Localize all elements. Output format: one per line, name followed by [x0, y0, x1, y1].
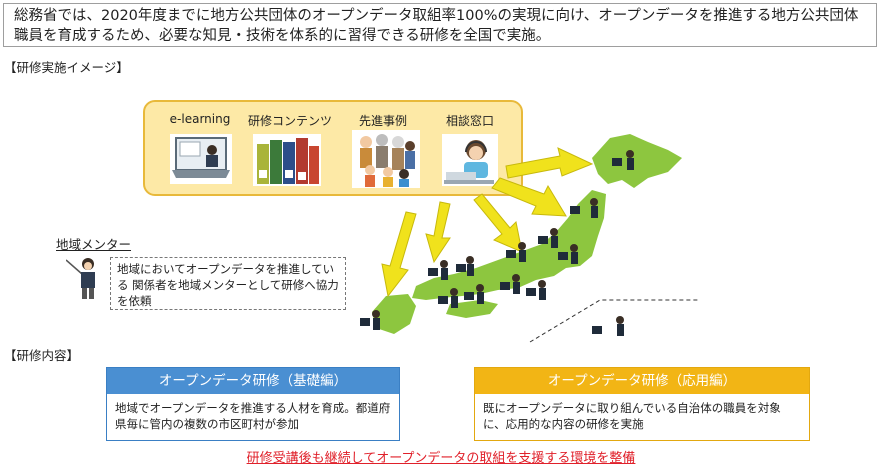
- course-basic-body: 地域でオープンデータを推進する人材を育成。都道府県毎に管内の複数の市区町村が参加: [107, 394, 399, 440]
- laptop-lecture-icon: [170, 134, 232, 184]
- japan-map: [360, 134, 700, 343]
- section-content-label: 【研修内容】: [4, 348, 80, 363]
- course-advanced-body: 既にオープンデータに取り組んでいる自治体の職員を対象に、応用的な内容の研修を実施: [475, 394, 809, 440]
- arrow-to-chubu: [425, 201, 451, 264]
- help-desk-operator-icon: [442, 134, 498, 186]
- tool-label-elearning: e-learning: [169, 112, 231, 126]
- course-basic: オープンデータ研修（基礎編） 地域でオープンデータを推進する人材を育成。都道府県…: [106, 367, 400, 441]
- tool-label-consult: 相談窓口: [445, 114, 494, 128]
- arrow-to-kyushu: [381, 211, 417, 298]
- section-image-label: 【研修実施イメージ】: [4, 60, 129, 75]
- tool-label-contents: 研修コンテンツ: [247, 114, 332, 128]
- tool-label-cases: 先進事例: [358, 114, 407, 128]
- course-advanced-title: オープンデータ研修（応用編）: [475, 368, 809, 394]
- mentor-description-box: 地域においてオープンデータを推進している 関係者を地域メンターとして研修へ協力を…: [110, 257, 346, 310]
- course-advanced: オープンデータ研修（応用編） 既にオープンデータに取り組んでいる自治体の職員を対…: [474, 367, 810, 441]
- arrow-to-kanto: [473, 193, 523, 253]
- intro-text: 総務省では、2020年度までに地方公共団体のオープンデータ取組率100%の実現に…: [14, 8, 859, 44]
- mentor-title: 地域メンター: [56, 237, 132, 252]
- arrow-to-hokkaido: [505, 147, 594, 179]
- mentor-teacher-icon: [66, 258, 95, 299]
- intro-box: 総務省では、2020年度までに地方公共団体のオープンデータ取組率100%の実現に…: [3, 3, 877, 47]
- books-icon: [253, 134, 321, 186]
- mentor-description: 地域においてオープンデータを推進している 関係者を地域メンターとして研修へ協力を…: [117, 262, 339, 308]
- footer-support-note: 研修受講後も継続してオープンデータの取組を支援する環境を整備: [246, 451, 636, 466]
- course-basic-title: オープンデータ研修（基礎編）: [107, 368, 399, 394]
- arrow-to-tohoku: [491, 177, 567, 217]
- family-group-icon: [352, 130, 420, 188]
